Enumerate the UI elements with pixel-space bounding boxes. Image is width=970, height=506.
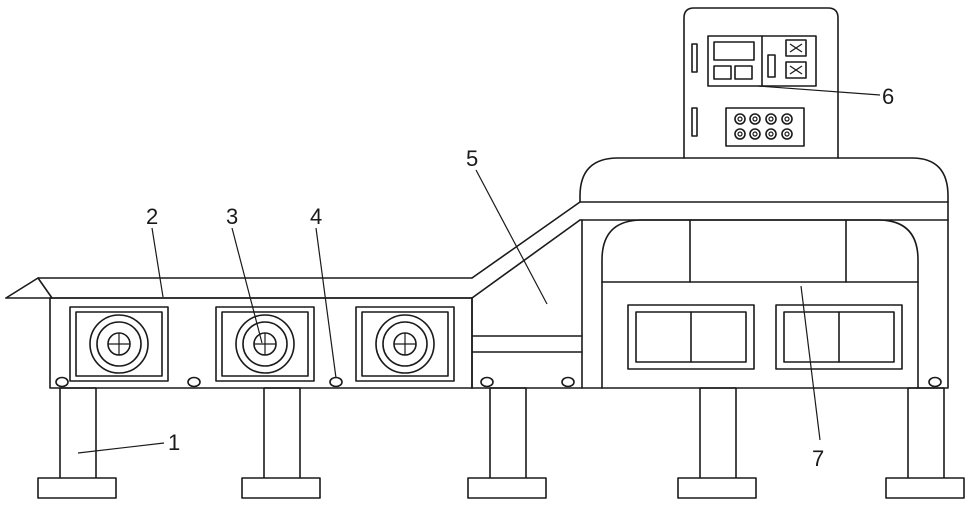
- label-2: 2: [146, 204, 158, 229]
- label-6: 6: [882, 84, 894, 109]
- display-screen: [714, 42, 754, 60]
- panel-button-1: [714, 66, 731, 79]
- conveyor-tip: [38, 278, 52, 298]
- cabinet-outline: [684, 8, 838, 158]
- foot-3: [468, 478, 546, 498]
- conveyor-top-edge: [6, 278, 472, 298]
- main-housing: [580, 158, 948, 388]
- foot-4: [678, 478, 756, 498]
- foot-5: [886, 478, 964, 498]
- label-7: 7: [812, 446, 824, 471]
- label-4: 4: [310, 204, 322, 229]
- foot-1: [38, 478, 116, 498]
- hinge-top: [692, 44, 697, 72]
- foot-2: [242, 478, 320, 498]
- control-cabinet: [684, 8, 838, 158]
- leader-2: [152, 228, 163, 297]
- incline-bottom: [472, 220, 580, 298]
- incline-top: [472, 202, 580, 278]
- leader-3: [232, 228, 262, 343]
- leg-2: [264, 388, 300, 480]
- leg-4: [700, 388, 736, 480]
- card-slot: [768, 55, 775, 77]
- label-1: 1: [168, 430, 180, 455]
- leader-lines: [78, 86, 880, 453]
- bolts: [56, 378, 941, 387]
- leg-3: [490, 388, 526, 480]
- leader-7: [801, 286, 820, 440]
- incline-section: [472, 202, 582, 388]
- panel-button-2: [735, 66, 752, 79]
- leg-5: [908, 388, 944, 480]
- roller-2: [236, 315, 294, 373]
- label-3: 3: [226, 204, 238, 229]
- terminal-knobs: [735, 114, 792, 139]
- label-5: 5: [466, 146, 478, 171]
- roller-1: [90, 315, 148, 373]
- leader-4: [316, 228, 336, 378]
- leader-6: [758, 86, 880, 95]
- roller-3: [376, 315, 434, 373]
- leg-1: [60, 388, 96, 480]
- leader-5: [476, 170, 547, 304]
- infeed-conveyor: [6, 278, 472, 388]
- hinge-bottom: [692, 108, 697, 136]
